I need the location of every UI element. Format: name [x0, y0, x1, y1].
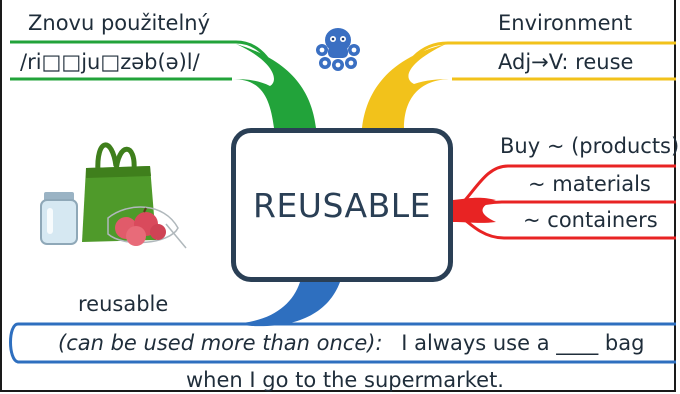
example-word: reusable: [78, 292, 169, 316]
example-sentence-part-1: I always use a ____ bag: [401, 331, 645, 355]
central-word: REUSABLE: [253, 185, 431, 225]
ipa-pronunciation: /ri□□ju□zəb(ə)l/: [20, 50, 200, 74]
topic-branch: [362, 41, 676, 128]
definition-text: (can be used more than once):: [58, 331, 383, 355]
collocation-item: ~ materials: [528, 172, 651, 196]
example-sentence-part-2: when I go to the supermarket.: [186, 368, 504, 392]
example-branch: [9, 282, 676, 364]
reusable-bag-and-jar-illustration: [40, 142, 187, 249]
central-word-box: REUSABLE: [231, 128, 453, 282]
translation-branch: [10, 40, 316, 128]
collocation-item: Buy ~ (products): [500, 134, 680, 158]
example-line-1: (can be used more than once): I always u…: [58, 331, 644, 355]
octopus-logo-icon: [316, 28, 360, 71]
derivation-label: Adj→V: reuse: [498, 50, 634, 74]
collocations-branch: [453, 164, 676, 240]
translation-word: Znovu použitelný: [28, 11, 211, 35]
collocation-item: ~ containers: [523, 208, 658, 232]
topic-label: Environment: [498, 11, 633, 35]
